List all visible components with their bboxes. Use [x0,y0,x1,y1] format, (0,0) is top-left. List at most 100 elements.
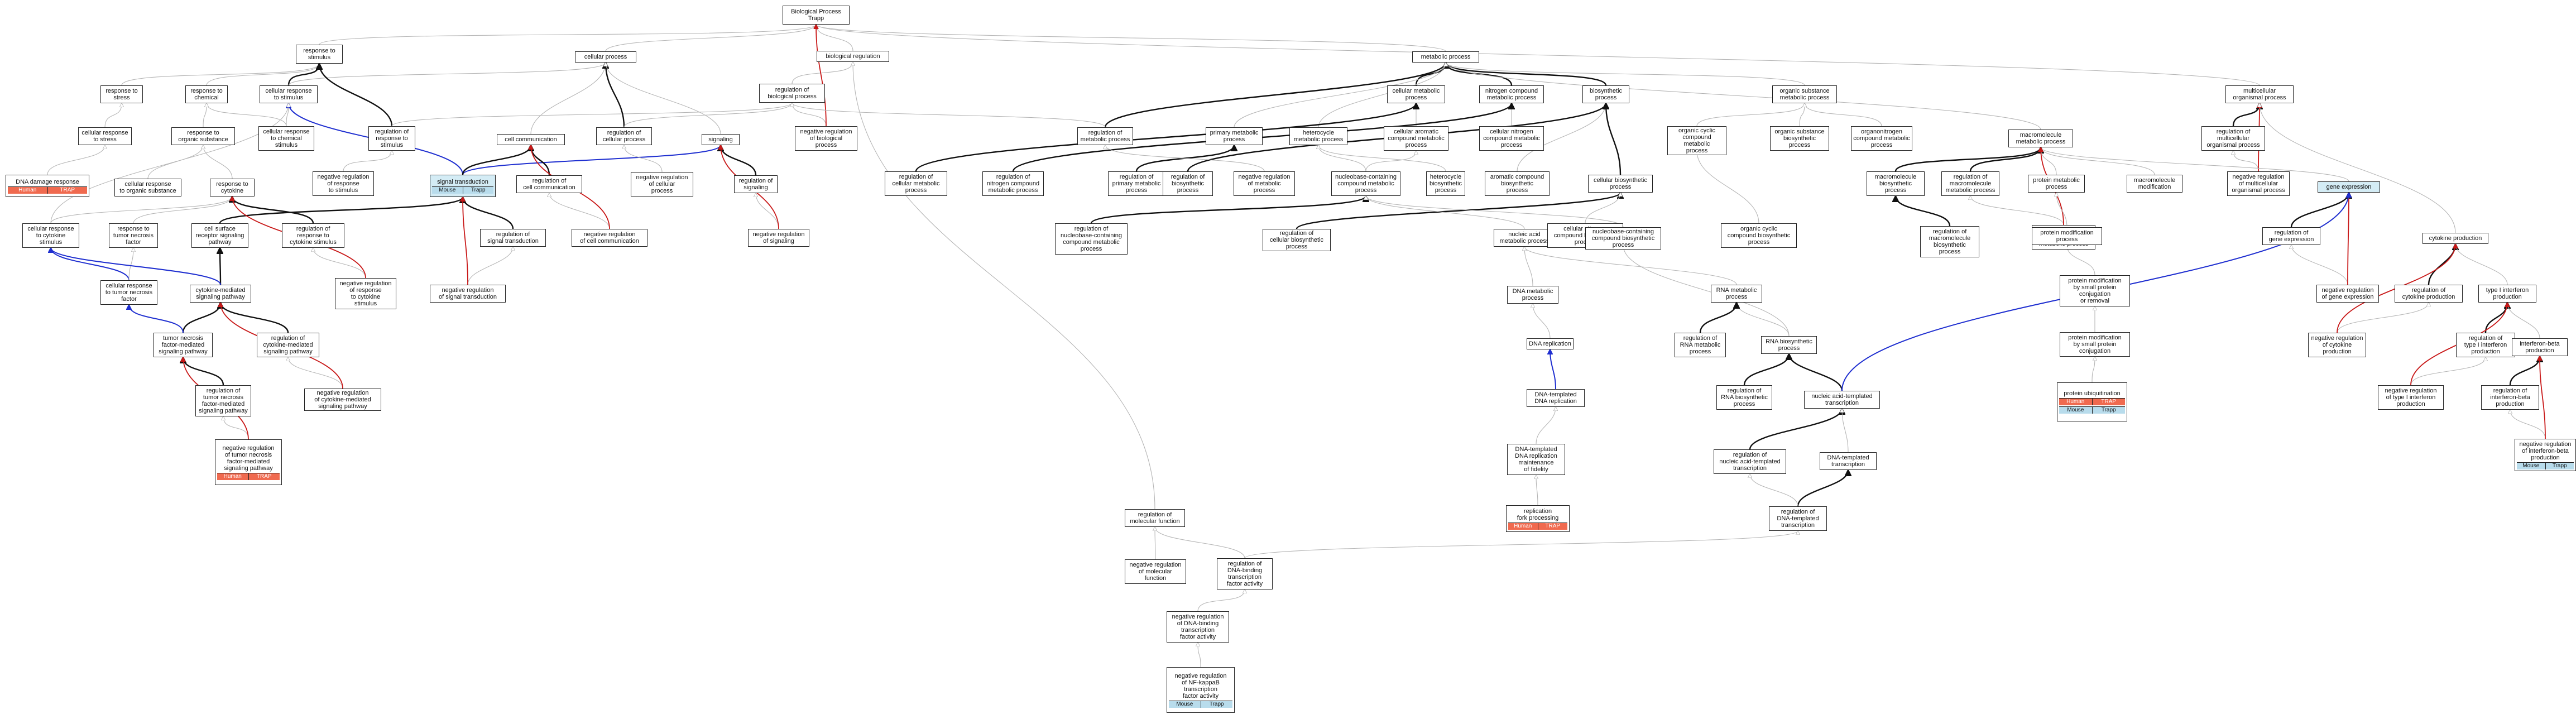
go-term-dna-met[interactable]: DNA metabolic process [1507,286,1558,304]
go-term-reg-cell-proc[interactable]: regulation of cellular process [596,127,652,145]
go-term-neg-reg-dna-bind[interactable]: negative regulation of DNA-binding trans… [1167,611,1229,643]
go-term-cell-resp-stim[interactable]: cellular response to stimulus [260,85,318,103]
go-term-prot-met[interactable]: protein metabolic process [2028,175,2085,193]
go-term-reg-bio-proc[interactable]: regulation of biological process [759,84,825,103]
go-term-met-proc[interactable]: metabolic process [1412,51,1479,63]
go-term-macro-bio[interactable]: macromolecule biosynthetic process [1867,171,1925,196]
go-term-macro-met[interactable]: macromolecule metabolic process [2008,130,2073,147]
go-term-cell-n-met[interactable]: cellular nitrogen compound metabolic pro… [1479,126,1544,151]
go-term-neg-reg-met[interactable]: negative regulation of metabolic process [1234,171,1295,196]
go-term-org-sub-bio[interactable]: organic substance biosynthetic process [1770,126,1829,151]
go-term-cell-resp-chem[interactable]: cellular response to chemical stimulus [258,126,314,151]
go-term-reg-gene-expr[interactable]: regulation of gene expression [2262,227,2320,245]
go-term-neg-reg-comm[interactable]: negative regulation of cell communicatio… [572,229,647,247]
go-term-cell-surf[interactable]: cell surface receptor signaling pathway [191,223,248,248]
go-term-neg-reg-nfkb[interactable]: negative regulation of NF-kappaB transcr… [1167,667,1235,713]
go-term-reg-dna-tx[interactable]: regulation of DNA-templated transcriptio… [1769,506,1827,531]
go-term-dna-rep-fid[interactable]: DNA-templated DNA replication maintenanc… [1507,444,1565,475]
go-term-neg-reg-tnf[interactable]: negative regulation of tumor necrosis fa… [215,439,282,485]
go-term-neg-reg-type1[interactable]: negative regulation of type I interferon… [2378,385,2444,410]
go-term-reg-cyt-med[interactable]: regulation of cytokine-mediated signalin… [257,333,319,357]
go-term-reg-met[interactable]: regulation of metabolic process [1077,127,1133,145]
go-term-cell-resp-cyt[interactable]: cellular response to cytokine stimulus [22,223,79,248]
go-term-neg-reg-cell[interactable]: negative regulation of cellular process [631,172,693,196]
go-term-reg-cell-bio[interactable]: regulation of cellular biosynthetic proc… [1263,229,1331,251]
go-term-neg-reg-mol-fn[interactable]: negative regulation of molecular functio… [1125,559,1186,584]
go-term-reg-n-met[interactable]: regulation of nitrogen compound metaboli… [982,171,1044,196]
go-term-prim-met[interactable]: primary metabolic process [1206,127,1263,145]
go-term-dna-rep[interactable]: DNA replication [1527,338,1574,349]
go-term-reg-mol-fn[interactable]: regulation of molecular function [1125,509,1185,527]
go-term-prot-mod-small[interactable]: protein modification by small protein co… [2060,275,2130,306]
go-term-prot-mod[interactable]: protein modification process [2032,227,2102,245]
go-term-prot-mod-conj[interactable]: protein modification by small protein co… [2060,332,2130,357]
go-term-nuc-bio[interactable]: nucleobase-containing compound biosynthe… [1585,227,1661,250]
go-term-reg-cell-met[interactable]: regulation of cellular metabolic process [885,171,947,196]
go-term-cell-resp-org[interactable]: cellular response to organic substance [114,179,181,196]
go-term-gene-expr[interactable]: gene expression [2318,181,2380,193]
go-term-reg-rna-met[interactable]: regulation of RNA metabolic process [1675,333,1726,357]
go-term-resp-org-sub[interactable]: response to organic substance [171,127,235,145]
go-term-cell-proc[interactable]: cellular process [575,51,636,63]
go-term-arom-bio[interactable]: aromatic compound biosynthetic process [1485,171,1550,196]
go-term-reg-cyt-prod[interactable]: regulation of cytokine production [2395,285,2463,303]
go-term-signaling[interactable]: signaling [702,134,740,145]
go-term-org-cyc-bio[interactable]: organic cyclic compound biosynthetic pro… [1721,223,1797,248]
go-term-reg-ifnb[interactable]: regulation of interferon-beta production [2481,385,2539,410]
go-term-cell-bio[interactable]: cellular biosynthetic process [1588,175,1653,193]
go-term-cell-resp-tnf[interactable]: cellular response to tumor necrosis fact… [100,280,157,305]
go-term-cell-resp-stress[interactable]: cellular response to stress [78,127,132,145]
go-term-neg-reg-multi[interactable]: negative regulation of multicellular org… [2227,171,2290,196]
go-term-ifnb-prod[interactable]: interferon-beta production [2512,338,2568,356]
go-term-org-cyc-met[interactable]: organic cyclic compound metabolic proces… [1667,126,1726,155]
go-term-neg-reg-ifnb[interactable]: negative regulation of interferon-beta p… [2515,439,2576,471]
go-term-cyt-med[interactable]: cytokine-mediated signaling pathway [190,285,251,303]
go-term-hetero-bio[interactable]: heterocycle biosynthetic process [1426,171,1465,196]
go-term-multi-org[interactable]: multicellular organismal process [2225,85,2294,103]
go-term-nuc-met[interactable]: nucleobase-containing compound metabolic… [1331,171,1400,196]
go-term-bp[interactable]: Biological Process Trapp [783,6,850,25]
go-term-nuc-templ-tx[interactable]: nucleic acid-templated transcription [1804,391,1880,409]
go-term-n-comp-met[interactable]: nitrogen compound metabolic process [1479,85,1544,103]
go-term-rna-bio[interactable]: RNA biosynthetic process [1761,336,1817,354]
go-term-neg-reg-cyt[interactable]: negative regulation of cytokine producti… [2308,333,2366,357]
go-term-reg-resp-stim[interactable]: regulation of response to stimulus [368,126,415,151]
go-term-neg-reg-bio[interactable]: negative regulation of biological proces… [795,126,857,151]
go-term-reg-nuc-tx[interactable]: regulation of nucleic acid-templated tra… [1714,449,1786,474]
go-term-reg-type1[interactable]: regulation of type I interferon producti… [2456,333,2515,357]
go-term-reg-prim-met[interactable]: regulation of primary metabolic process [1108,171,1165,196]
go-term-reg-multi[interactable]: regulation of multicellular organismal p… [2201,126,2265,151]
go-term-neg-reg-sig[interactable]: negative regulation of signaling [748,229,809,247]
go-term-macro-mod[interactable]: macromolecule modification [2127,175,2182,193]
go-term-resp-cyt[interactable]: response to cytokine [210,179,255,196]
go-term-cell-met[interactable]: cellular metabolic process [1387,85,1445,103]
go-term-resp-stim[interactable]: response to stimulus [296,45,343,64]
go-term-reg-cell-comm[interactable]: regulation of cell communication [516,175,582,193]
go-term-neg-reg-sig-trans[interactable]: negative regulation of signal transducti… [430,285,506,303]
go-term-neg-reg-resp[interactable]: negative regulation of response to stimu… [313,171,374,196]
go-term-organon-met[interactable]: organonitrogen compound metabolic proces… [1851,126,1912,151]
go-term-cyt-prod[interactable]: cytokine production [2423,233,2488,244]
go-term-bio-reg[interactable]: biological regulation [817,51,889,62]
go-term-nuc-acid-met[interactable]: nucleic acid metabolic process [1494,229,1555,247]
go-term-cell-arom[interactable]: cellular aromatic compound metabolic pro… [1384,126,1448,151]
go-term-hetero-met[interactable]: heterocycle metabolic process [1289,127,1347,145]
go-term-cell-comm[interactable]: cell communication [497,134,565,145]
go-term-resp-tnf[interactable]: response to tumor necrosis factor [109,223,158,248]
go-term-dna-tx[interactable]: DNA-templated transcription [1820,452,1877,470]
go-term-type1-ifn[interactable]: type I interferon production [2478,285,2536,303]
go-term-neg-reg-cyt-med[interactable]: negative regulation of cytokine-mediated… [304,389,381,411]
go-term-resp-stress[interactable]: response to stress [100,85,143,103]
go-term-neg-reg-resp-cyt[interactable]: negative regulation of response to cytok… [335,278,396,309]
go-term-biosyn[interactable]: biosynthetic process [1582,85,1629,103]
go-term-reg-rna-bio[interactable]: regulation of RNA biosynthetic process [1716,385,1772,410]
go-term-rna-met[interactable]: RNA metabolic process [1711,285,1762,303]
go-term-reg-sig-trans[interactable]: regulation of signal transduction [480,229,546,247]
go-term-reg-sig[interactable]: regulation of signaling [734,175,778,193]
go-term-neg-reg-gene[interactable]: negative regulation of gene expression [2316,285,2379,303]
go-term-org-sub-met[interactable]: organic substance metabolic process [1772,85,1837,103]
go-term-reg-nuc-met[interactable]: regulation of nucleobase-containing comp… [1055,223,1128,255]
